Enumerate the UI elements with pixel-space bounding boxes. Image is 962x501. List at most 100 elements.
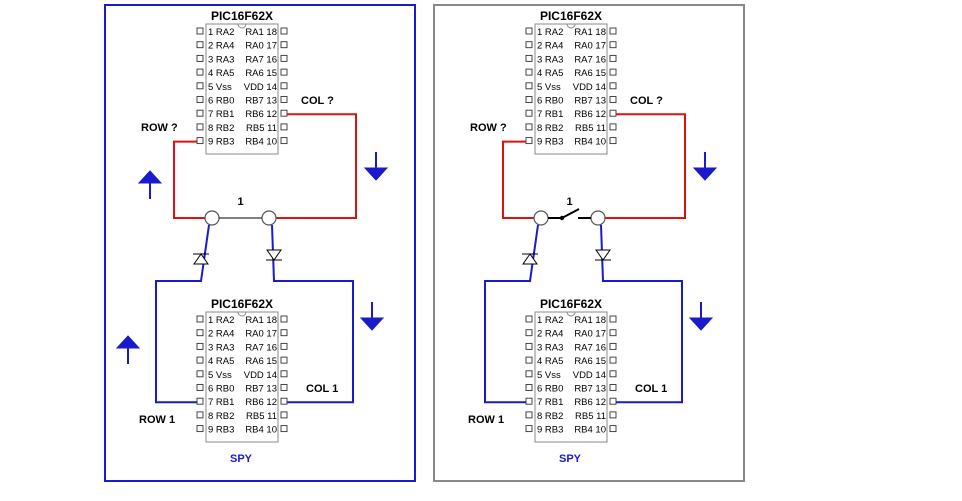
panel-left-top-pin-pad [280, 109, 288, 117]
panel-right-top-pin-left-label: 5 Vss [537, 82, 561, 93]
panel-left-frame [104, 4, 416, 482]
panel-left-col-diode [266, 249, 282, 261]
panel-right-top-pin-left-label: 6 RB0 [537, 96, 563, 107]
panel-left-bottom-pin-left-label: 8 RB2 [208, 411, 234, 422]
panel-right-top-pin-pad [525, 68, 533, 76]
panel-right-bottom-pin-right-label: RB4 10 [574, 425, 606, 436]
panel-right-top-pin-left-label: 1 RA2 [537, 27, 563, 38]
panel-right-bottom-pin-pad [609, 397, 617, 405]
panel-right-bottom-pin-pad [525, 397, 533, 405]
panel-left-bottom-pin-right-label: RB4 10 [245, 425, 277, 436]
panel-left-top-pin-right-label: VDD 14 [244, 82, 277, 93]
panel-left-bottom-pin-left-label: 4 RA5 [208, 356, 234, 367]
panel-right-top-chip-title: PIC16F62X [540, 9, 602, 23]
panel-right-top-pin-right-label: RA0 17 [574, 41, 606, 52]
panel-left-spy-label: SPY [230, 453, 253, 465]
panel-right-top-pin-pad [525, 27, 533, 35]
panel-right-top-pin-left-label: 3 RA3 [537, 54, 563, 65]
panel-right-top-pin-right-label: RA6 15 [574, 68, 606, 79]
panel-right-top-pin-pad [525, 41, 533, 49]
panel-right-bottom-pin-left-label: 2 RA4 [537, 329, 563, 340]
panel-left-bottom-pin-right-label: VDD 14 [244, 370, 277, 381]
panel-right-top-pin-pad [609, 82, 617, 90]
panel-right-row-wire-red [502, 140, 534, 219]
panel-right-top-pin-left-label: 4 RA5 [537, 68, 563, 79]
panel-left-bottom-pin-right-label: RB5 11 [246, 411, 277, 422]
panel-left-bottom-pin-right-label: RB7 13 [245, 384, 277, 395]
panel-right-col-unknown-label: COL ? [630, 95, 663, 107]
panel-left-switch-label: 1 [237, 196, 243, 208]
panel-right-top-pin-left-label: 2 RA4 [537, 41, 563, 52]
panel-left-top-pin-right-label: RA7 16 [245, 54, 277, 65]
panel-left-bottom-pin-pad [280, 342, 288, 350]
panel-right-col-wire-red [605, 113, 686, 219]
panel-right-top-pin-right-label: VDD 14 [573, 82, 606, 93]
panel-right-col-bottom-arrow [688, 317, 714, 331]
panel-left-bottom-pin-right-label: RA0 17 [245, 329, 277, 340]
panel-right-switch-label: 1 [566, 196, 572, 208]
panel-right-row-known-label: ROW 1 [468, 414, 504, 426]
panel-left-top-pin-left-label: 9 RB3 [208, 137, 234, 148]
panel-left-top-pin-pad [280, 123, 288, 131]
panel-left-bottom-pin-pad [196, 329, 204, 337]
panel-left-bottom-pin-left-label: 7 RB1 [208, 397, 234, 408]
panel-left-top-pin-pad [280, 54, 288, 62]
panel-left-top-pin-left-label: 6 RB0 [208, 96, 234, 107]
panel-left-top-chip-title: PIC16F62X [211, 9, 273, 23]
panel-right-top-pin-pad [525, 82, 533, 90]
panel-left-col-bottom-arrow [359, 317, 385, 331]
panel-left-bottom-pin-right-label: RA6 15 [245, 356, 277, 367]
panel-right-bottom-pin-pad [609, 329, 617, 337]
panel-left-top-pin-pad [196, 137, 204, 145]
panel-left-top-pin-right-label: RB7 13 [245, 96, 277, 107]
panel-right-top-chip-body [534, 23, 608, 155]
panel-left-top-pin-pad [280, 27, 288, 35]
panel-left-bottom-pin-pad [280, 384, 288, 391]
panel-left-top-pin-left-label: 1 RA2 [208, 27, 234, 38]
panel-right-bottom-pin-pad [525, 370, 533, 378]
panel-left-top-pin-left-label: 2 RA4 [208, 41, 234, 52]
panel-right-top-pin-pad [609, 109, 617, 117]
panel-right-bottom-pin-right-label: RA0 17 [574, 329, 606, 340]
panel-right-bottom-pin-pad [609, 370, 617, 378]
panel-left-bottom-pin-pad [196, 384, 204, 391]
panel-right-bottom-pin-left-label: 8 RB2 [537, 411, 563, 422]
panel-right-top-pin-pad [609, 27, 617, 35]
panel-left-bottom-pin-right-label: RA1 18 [245, 315, 277, 326]
panel-left-bottom-pin-pad [280, 329, 288, 337]
panel-right-bottom-pin-pad [525, 329, 533, 337]
panel-right-top-pic-chip: PIC16F62X 1 RA2 RA1 18 2 RA4 RA0 17 3 RA3 RA7 … [525, 9, 617, 155]
panel-right-top-pin-left-label: 9 RB3 [537, 137, 563, 148]
panel-right-row-diode [522, 253, 538, 265]
panel-left-bottom-chip-title: PIC16F62X [211, 297, 273, 311]
panel-left-top-pin-pad [196, 123, 204, 131]
panel-left-top-pin-pad [280, 96, 288, 103]
panel-left-col-known-label: COL 1 [306, 383, 338, 395]
panel-right-top-pin-right-label: RB6 12 [574, 109, 606, 120]
panel-left-bottom-pin-pad [196, 411, 204, 419]
panel-right-bottom-pin-left-label: 3 RA3 [537, 342, 563, 353]
panel-left-top-pin-left-label: 8 RB2 [208, 123, 234, 134]
panel-right-bottom-pin-pad [525, 425, 533, 433]
panel-right-col-diode [595, 249, 611, 261]
panel-left-top-pin-pad [196, 82, 204, 90]
panel-left-top-pin-pad [196, 68, 204, 76]
panel-left-bottom-pin-left-label: 9 RB3 [208, 425, 234, 436]
panel-left-top-pin-left-label: 7 RB1 [208, 109, 234, 120]
panel-right-top-pin-pad [609, 96, 617, 103]
panel-right-top-pin-pad [525, 109, 533, 117]
panel-right-bottom-pin-pad [609, 425, 617, 433]
panel-left-bottom-chip-body [205, 311, 279, 443]
panel-left-bottom-pin-pad [196, 315, 204, 323]
panel-left-top-pin-right-label: RB6 12 [245, 109, 277, 120]
panel-right-top-pin-pad [609, 54, 617, 62]
panel-right-bottom-chip-title: PIC16F62X [540, 297, 602, 311]
panel-right-bottom-pin-left-label: 4 RA5 [537, 356, 563, 367]
panel-left-top-pin-left-label: 4 RA5 [208, 68, 234, 79]
panel-right-top-pin-right-label: RA1 18 [574, 27, 606, 38]
panel-left-bottom-pin-left-label: 1 RA2 [208, 315, 234, 326]
panel-left-bottom-pin-pad [280, 411, 288, 419]
panel-right-top-pin-right-label: RA7 16 [574, 54, 606, 65]
